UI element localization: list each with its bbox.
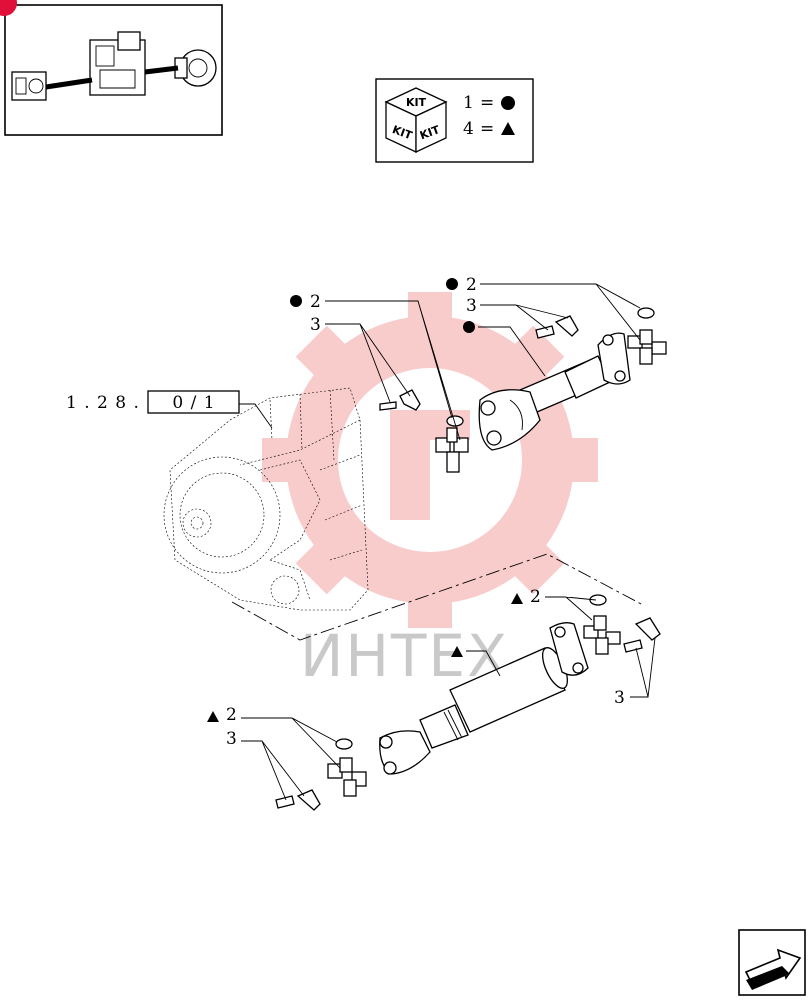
circle-symbol-icon: [463, 321, 475, 333]
callout-item-3: 3: [614, 688, 625, 708]
kit-box-icon: KIT KIT KIT: [384, 87, 448, 154]
upper-drive-shaft[interactable]: [379, 307, 667, 473]
kit-row1-qty: 1: [463, 93, 474, 113]
callout-item-2: 2: [530, 587, 541, 607]
callout-item-2: 2: [310, 292, 321, 312]
callout-lower-left: 2 3: [207, 705, 341, 801]
callout-item-3: 3: [466, 296, 477, 316]
universal-joint-icon: [435, 427, 469, 473]
assembly-line: [231, 553, 644, 641]
lower-drive-shaft[interactable]: [275, 594, 661, 811]
callout-upper-right: 2 3: [446, 275, 641, 377]
circle-symbol-icon: [290, 295, 302, 307]
transmission-housing: [163, 387, 369, 611]
next-page-arrow-icon: [744, 948, 802, 990]
reference-prefix: 1 . 2 8 .: [66, 393, 140, 413]
universal-joint-icon: [627, 329, 667, 365]
watermark: [262, 292, 598, 628]
callout-lower-right: 2 3: [511, 587, 656, 708]
triangle-symbol-icon: [501, 122, 515, 135]
overview-thumbnail[interactable]: [0, 0, 223, 136]
kit-row2-qty: 4: [463, 119, 474, 139]
callout-item-2: 2: [226, 705, 237, 725]
kit-row1-equals: =: [480, 93, 494, 113]
next-page-button[interactable]: [738, 929, 806, 996]
universal-joint-icon: [583, 615, 621, 655]
triangle-symbol-icon: [451, 646, 463, 657]
triangle-symbol-icon: [207, 711, 219, 722]
universal-joint-icon: [327, 757, 367, 797]
machine-overview-icon: [11, 31, 217, 101]
callout-lower-shaft: [451, 646, 501, 677]
callout-upper-left: 2 3: [290, 292, 461, 441]
circle-symbol-icon: [446, 278, 458, 290]
gear-watermark-icon: [262, 292, 598, 628]
kit-legend: KIT KIT KIT 1 = 4 =: [375, 78, 534, 163]
kit-row2-equals: =: [480, 119, 494, 139]
reference-label[interactable]: 1 . 2 8 . 0 / 1: [66, 390, 273, 429]
watermark-text: ИНТЕХ: [300, 622, 509, 690]
circle-symbol-icon: [501, 96, 515, 110]
callout-item-3: 3: [310, 315, 321, 335]
triangle-symbol-icon: [511, 593, 523, 604]
badge-marker: [0, 0, 17, 16]
callout-item-2: 2: [466, 275, 477, 295]
callout-item-3: 3: [226, 729, 237, 749]
kit-top-label: KIT: [406, 96, 427, 109]
reference-boxed: 0 / 1: [172, 393, 215, 413]
